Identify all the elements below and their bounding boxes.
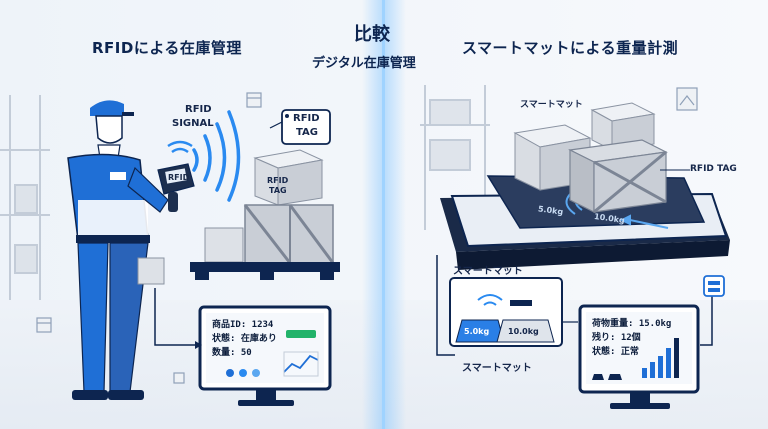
left-monitor-screen: 商品ID: 1234 状態: 在庫あり 数量: 50 [212, 318, 277, 360]
rfid-tag-card [269, 109, 331, 145]
box-icon-mid-left [36, 317, 52, 333]
rfid-tag-label-line1: RFID [293, 113, 320, 124]
right-monitor [578, 304, 700, 409]
center-subtitle: デジタル在庫管理 [312, 56, 416, 71]
left-monitor-line-1: 商品ID: 1234 [212, 320, 274, 330]
rfid-scanner [157, 163, 195, 212]
rfid-signal-waves-small [167, 140, 193, 154]
right-section-title: スマートマットによる重量計測 [462, 39, 679, 57]
right-monitor-line-2: 残り: 12個 [592, 333, 641, 343]
left-pallet [190, 262, 340, 280]
smart-mat-label-bottom: スマートマット [462, 363, 532, 374]
rfid-tag-label-line2: TAG [296, 127, 318, 138]
right-monitor-line-3: 状態: 正常 [592, 347, 639, 357]
rfid-signal-waves [192, 110, 241, 202]
right-monitor-screen: 荷物重量: 15.0kg 残り: 12個 状態: 正常 [592, 317, 671, 359]
right-connector-left [436, 255, 455, 356]
box-tag-label-line1: RFID [267, 176, 289, 185]
right-shelf [420, 85, 490, 230]
center-title: 比較 [354, 24, 390, 45]
scale-icon [703, 275, 725, 297]
left-monitor-line-2: 状態: 在庫あり [212, 334, 277, 344]
left-connector [154, 288, 195, 346]
left-section-title: RFIDによる在庫管理 [92, 39, 242, 57]
rfid-signal-label-line2: SIGNAL [172, 118, 214, 129]
left-box-top [253, 149, 324, 206]
rfid-signal-label-line1: RFID [185, 104, 212, 115]
right-rfid-tag-label: RFID TAG [690, 164, 737, 174]
left-crate-big [243, 204, 335, 264]
worker-figure [67, 100, 169, 400]
left-monitor [198, 305, 332, 406]
left-monitor-line-3: 数量: 50 [212, 348, 252, 358]
right-crate [568, 139, 668, 214]
box-tag-label-line2: TAG [269, 186, 287, 195]
smart-mat-label-top: スマートマット [520, 100, 583, 110]
left-box-floor [137, 257, 165, 285]
right-connector [700, 292, 713, 346]
home-icon-right [676, 87, 698, 111]
box-icon-top-left [246, 92, 262, 108]
scanner-screen-label: RFID [168, 173, 190, 182]
weight-b-label: 10.0kg [508, 327, 539, 336]
smart-mat-label-mid: スマートマット [453, 266, 523, 277]
left-shelf [0, 95, 50, 300]
right-monitor-line-1: 荷物重量: 15.0kg [592, 319, 672, 329]
box-icon-bottom-left [173, 372, 185, 384]
weights-panel [449, 277, 563, 347]
weight-a-label: 5.0kg [464, 327, 490, 336]
left-box-small [204, 227, 244, 263]
